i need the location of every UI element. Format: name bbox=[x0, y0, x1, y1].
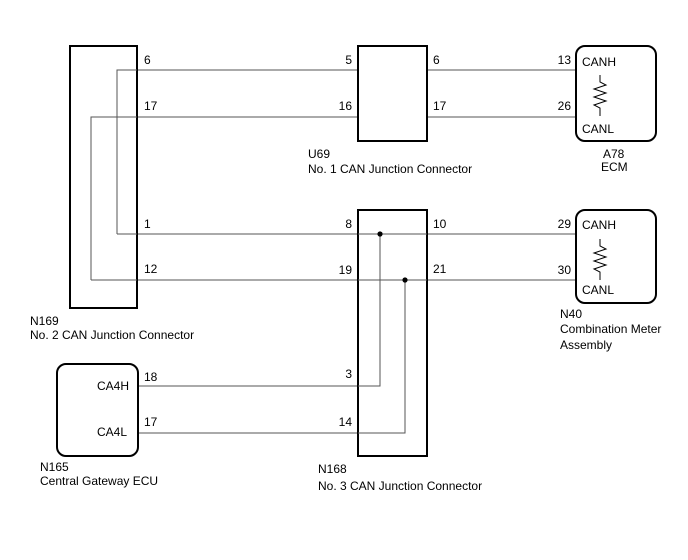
label-n40-code: N40 bbox=[560, 307, 582, 321]
label-n168-code: N168 bbox=[318, 462, 347, 476]
pin-n40-29: 29 bbox=[558, 217, 572, 231]
pin-n168-8: 8 bbox=[345, 217, 352, 231]
pin-n169-6: 6 bbox=[144, 53, 151, 67]
connector-n169-box bbox=[69, 45, 138, 309]
label-n165-name: Central Gateway ECU bbox=[40, 474, 158, 488]
label-n169-name: No. 2 CAN Junction Connector bbox=[30, 328, 194, 342]
resistor-a78 bbox=[592, 75, 608, 116]
pin-n168-3: 3 bbox=[345, 367, 352, 381]
splice-dot-canh bbox=[377, 231, 383, 237]
label-n40-name-line1: Combination Meter bbox=[560, 322, 661, 336]
pin-n169-17: 17 bbox=[144, 99, 158, 113]
pin-u69-16: 16 bbox=[339, 99, 353, 113]
pin-u69-5: 5 bbox=[345, 53, 352, 67]
label-u69-name: No. 1 CAN Junction Connector bbox=[308, 162, 472, 176]
pin-n169-12: 12 bbox=[144, 262, 158, 276]
connector-n168-box bbox=[357, 209, 428, 457]
label-n165-code: N165 bbox=[40, 460, 69, 474]
label-u69-code: U69 bbox=[308, 147, 330, 161]
pin-a78-13: 13 bbox=[558, 53, 572, 67]
wire-n165-18-to-n168-3 bbox=[138, 234, 381, 387]
gateway-n165-box bbox=[56, 363, 139, 457]
pin-n40-30: 30 bbox=[558, 263, 572, 277]
pin-n168-19: 19 bbox=[339, 263, 353, 277]
pin-n169-1: 1 bbox=[144, 217, 151, 231]
pin-n168-10: 10 bbox=[433, 217, 447, 231]
pin-n165-17: 17 bbox=[144, 415, 158, 429]
signal-a78-canh: CANH bbox=[582, 55, 616, 69]
wire-n168-3-internal bbox=[358, 234, 381, 387]
signal-a78-canl: CANL bbox=[582, 122, 614, 136]
pin-n168-14: 14 bbox=[339, 415, 353, 429]
connector-u69-box bbox=[357, 45, 428, 142]
label-n40-name-line2: Assembly bbox=[560, 338, 612, 352]
pin-u69-17: 17 bbox=[433, 99, 447, 113]
pin-n168-21: 21 bbox=[433, 262, 447, 276]
label-a78-code: A78 bbox=[603, 147, 625, 161]
wire-n169-6-internal bbox=[116, 69, 137, 234]
resistor-n40 bbox=[592, 239, 608, 280]
splice-dot-canl bbox=[402, 277, 408, 283]
ecm-a78-box bbox=[575, 45, 657, 142]
meter-n40-box bbox=[575, 209, 657, 304]
pin-n165-18: 18 bbox=[144, 370, 158, 384]
label-n168-name: No. 3 CAN Junction Connector bbox=[318, 479, 482, 493]
pin-a78-26: 26 bbox=[558, 99, 572, 113]
signal-n165-ca4l: CA4L bbox=[97, 425, 127, 439]
signal-n165-ca4h: CA4H bbox=[97, 379, 129, 393]
wire-n169-17-internal bbox=[90, 116, 137, 280]
signal-n40-canh: CANH bbox=[582, 218, 616, 232]
signal-n40-canl: CANL bbox=[582, 283, 614, 297]
label-a78-name: ECM bbox=[601, 160, 628, 174]
wire-n168-14-internal bbox=[358, 280, 406, 434]
pin-u69-6: 6 bbox=[433, 53, 440, 67]
label-n169-code: N169 bbox=[30, 314, 59, 328]
